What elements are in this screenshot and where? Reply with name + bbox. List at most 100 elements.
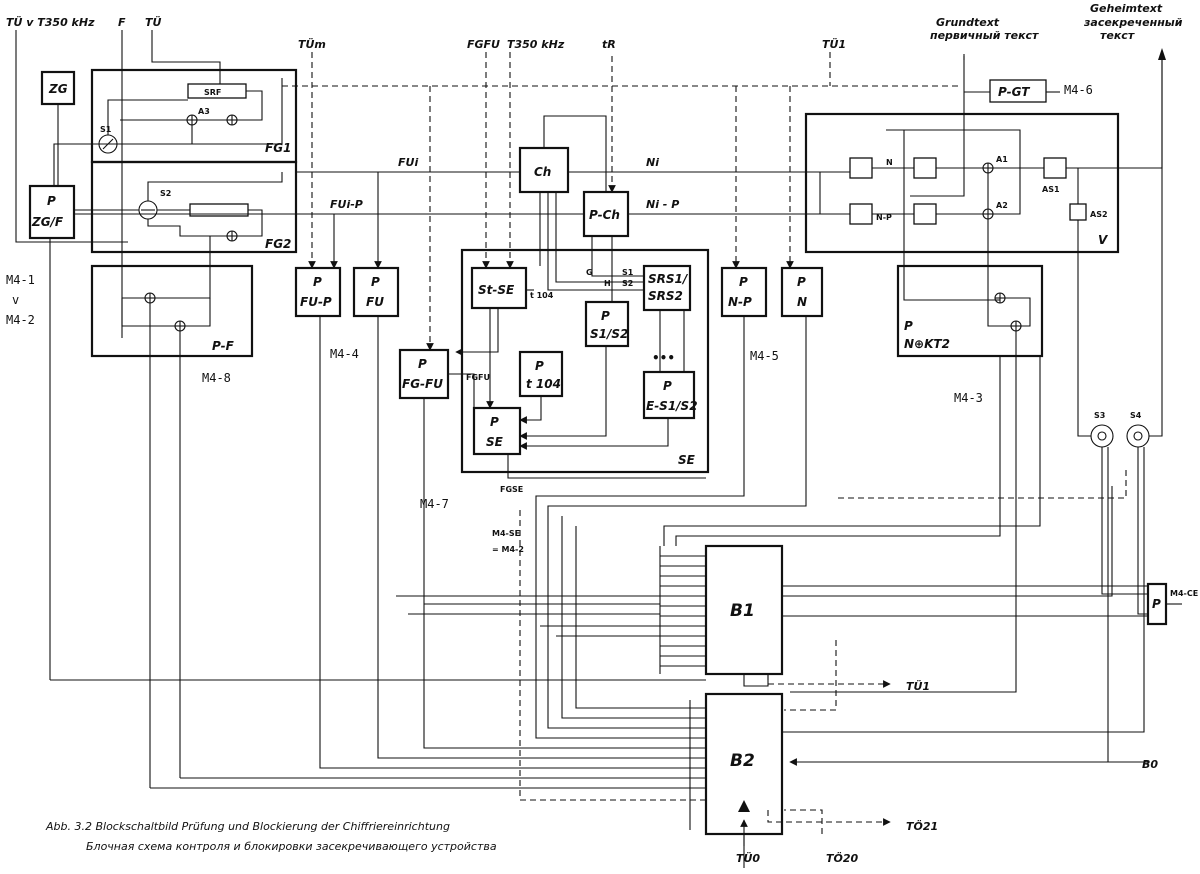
p-gt-label: P-GT: [998, 85, 1030, 99]
signal-h: H: [604, 279, 611, 288]
fg2-block: [90, 160, 298, 254]
v-block: [804, 112, 1120, 254]
label-tr: tR: [602, 38, 616, 51]
p-es1s2-label: E-S1/S2: [646, 399, 698, 413]
note-m4-8: M4-8: [202, 371, 231, 385]
srs-block: [642, 264, 692, 312]
note-m4-1: M4-1: [6, 273, 35, 287]
signal-n-i-p: Ni - P: [646, 198, 679, 211]
a1-label: A1: [996, 155, 1008, 164]
p-s1s2-block: [584, 300, 630, 348]
signal-t02-out: TÖ21: [906, 819, 938, 833]
np-label: N-P: [876, 213, 892, 222]
signal-m4-se-eq: = M4-2: [492, 545, 524, 554]
b2-label: B2: [730, 751, 755, 771]
ch-label: Ch: [534, 165, 551, 179]
n-label: N: [886, 158, 893, 167]
p-fu-label-p: P: [371, 275, 380, 289]
as2-block: [1069, 203, 1087, 221]
p-fgfu-label: FG-FU: [402, 377, 443, 391]
label-tu-m: TÜm: [298, 37, 326, 51]
p-fu-label: FU: [366, 295, 384, 309]
st-se-label: St-SE: [478, 283, 515, 297]
p-kt2-label-p: P: [904, 319, 913, 333]
se-label: SE: [678, 453, 696, 467]
label-t350: T350 kHz: [507, 38, 565, 51]
s3-switch: [1090, 424, 1114, 448]
signal-fu-i-p: FUi-P: [330, 198, 363, 211]
zg-label: ZG: [48, 82, 68, 96]
note-m4-6: M4-6: [1064, 83, 1093, 97]
blocking-section: B1 B2: [704, 544, 784, 836]
p-fgfu-label-p: P: [418, 357, 427, 371]
p-s1s2-label-p: P: [601, 309, 610, 323]
b1-label: B1: [730, 601, 755, 621]
n-reg-1: [849, 157, 873, 179]
note-m4-5: M4-5: [750, 349, 779, 363]
p-ch-label: P-Ch: [589, 208, 620, 222]
label-grundtext: Grundtext: [936, 16, 1000, 29]
signal-m4-se: M4-SE: [492, 529, 520, 538]
p-ce-label: M4-CE: [1170, 589, 1198, 598]
label-geheimtext-ru2: текст: [1100, 29, 1135, 42]
label-fgfu: FGFU: [467, 38, 500, 51]
p-se-block: [472, 406, 522, 456]
caption-de: Abb. 3.2 Blockschaltbild Prüfung und Blo…: [45, 820, 450, 833]
s1-label: S1: [100, 125, 112, 134]
as1-label: AS1: [1042, 185, 1060, 194]
caption-ru: Блочная схема контроля и блокировки засе…: [86, 840, 497, 853]
signal-t104: t 104: [530, 291, 554, 300]
p-zgf-label-p: P: [47, 194, 56, 208]
label-f: F: [118, 16, 126, 29]
middle-section: P FU-P P FU P FG-FU Ch P-Ch SE St-SE SRS…: [294, 146, 710, 474]
se-block: [460, 248, 710, 474]
pf-label: P-F: [212, 339, 235, 353]
dashed-wires: TÜ1 TÖ21: [282, 52, 1127, 834]
note-m4-7: M4-7: [420, 497, 449, 511]
n-reg-2: [913, 157, 937, 179]
signal-n-i: Ni: [646, 156, 659, 169]
a2-label: A2: [996, 201, 1008, 210]
pf-block: [90, 264, 254, 358]
signal-tu0: TÜ0: [736, 851, 760, 865]
p-fup-label: FU-P: [300, 295, 332, 309]
p-zgf-block: [28, 184, 76, 240]
note-m4-2: M4-2: [6, 313, 35, 327]
s3-label: S3: [1094, 411, 1105, 420]
label-tu1: TÜ1: [822, 37, 846, 51]
label-tu: TÜ: [145, 15, 162, 29]
s2-label: S2: [160, 189, 171, 198]
signal-fgse: FGSE: [500, 485, 523, 494]
srs-label-1: SRS1/: [648, 272, 689, 286]
p-ce-label-p: P: [1152, 597, 1161, 611]
p-se-label-p: P: [490, 415, 499, 429]
p-es1s2-label-p: P: [663, 379, 672, 393]
p-np-label: N-P: [728, 295, 752, 309]
p-n-label: N: [797, 295, 807, 309]
p-es1s2-block: [642, 370, 696, 420]
p-kt2-block: [896, 264, 1044, 358]
a3-label: A3: [198, 107, 210, 116]
signal-t02-0: TÖ20: [826, 851, 859, 865]
as1-block: [1043, 157, 1067, 179]
p-n-block: [780, 266, 824, 318]
left-section: ZG P ZG/F FG1 FG2 SRF A3 S1 S2 P-F: [28, 68, 298, 358]
srs-label-2: SRS2: [648, 289, 683, 303]
np-reg-1: [849, 203, 873, 225]
p-gt-block: [989, 79, 1047, 103]
signal-tu1-out: TÜ1: [906, 679, 930, 693]
s4-label: S4: [1130, 411, 1142, 420]
label-tu-t350: TÜ v T350 kHz: [6, 15, 95, 29]
note-m4-3: M4-3: [954, 391, 983, 405]
p-np-label-p: P: [739, 275, 748, 289]
p-n-label-p: P: [797, 275, 806, 289]
label-geheimtext-ru1: засекреченный: [1083, 16, 1183, 29]
s4-switch: [1126, 424, 1150, 448]
v-label: V: [1098, 233, 1109, 247]
p-t104-label: t 104: [526, 377, 561, 391]
signal-s1: S1: [622, 268, 634, 277]
note-v: v: [12, 293, 19, 307]
p-s1s2-label: S1/S2: [590, 327, 628, 341]
signal-b0: B0: [1142, 758, 1158, 771]
note-m4-4: M4-4: [330, 347, 359, 361]
